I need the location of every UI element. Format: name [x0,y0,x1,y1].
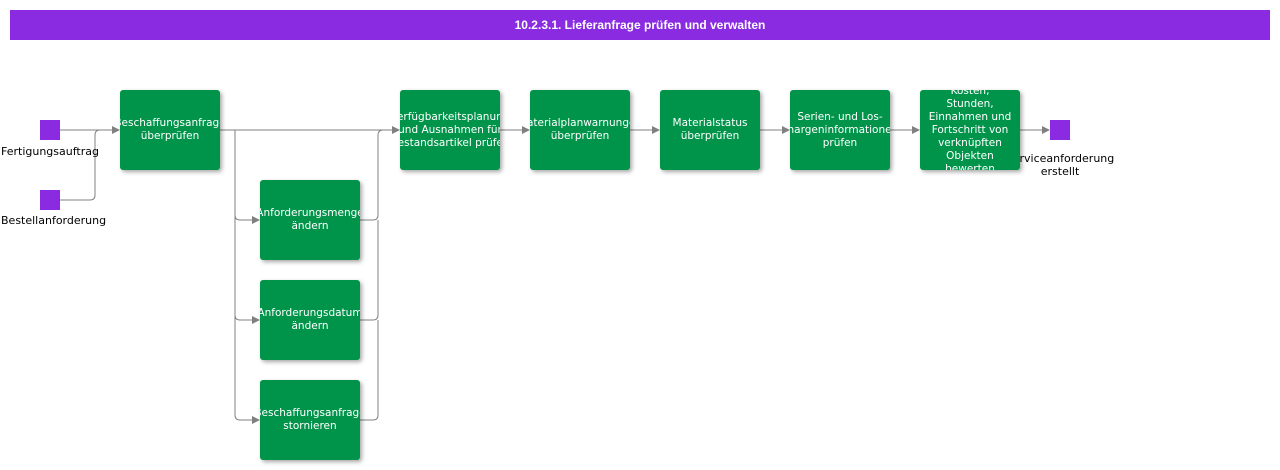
connector-from-stornieren [360,320,379,421]
connector-split [234,130,260,424]
event-label-fertigungsauftrag: Fertigungsauftrag [1,145,99,158]
end-event-serviceanforderung[interactable] [1050,120,1070,140]
task-anforderungsmenge-aendern[interactable]: Anforderungsmenge ändern [260,180,360,260]
task-beschaffungsanfrage-stornieren[interactable]: Beschaffungsanfrage stornieren [260,380,360,460]
task-materialplanwarnungen-pruefen[interactable]: Materialplanwarnungen überprüfen [530,90,630,170]
event-label-serviceanforderung: Serviceanforderung erstellt [1005,152,1115,178]
task-serien-los-pruefen[interactable]: Serien- und Los- chargeninformationen pr… [790,90,890,170]
task-label: Serien- und Los- chargeninformationen pr… [790,110,890,149]
task-label: Beschaffungsanfrage überprüfen [120,117,220,142]
task-label: Kosten, Stunden, Einnahmen und Fortschri… [928,90,1012,170]
task-label: Anforderungsmenge ändern [260,207,360,232]
connector-to-datum [234,314,260,324]
task-label: Verfügbarkeitsplanung und Ausnahmen für … [400,110,500,149]
task-label: Materialstatus überprüfen [672,117,748,142]
task-label: Materialplanwarnungen überprüfen [530,117,630,142]
event-label-bestellanforderung: Bestellanforderung [1,214,107,227]
task-anforderungsdatum-aendern[interactable]: Anforderungsdatum ändern [260,280,360,360]
diagram-title: 10.2.3.1. Lieferanfrage prüfen und verwa… [10,10,1270,40]
connector-from-menge [360,129,384,221]
task-beschaffungsanfrage-pruefen[interactable]: Beschaffungsanfrage überprüfen [120,90,220,170]
connector-bestellanforderung [60,129,101,201]
connector-to-menge [234,214,260,224]
connector-from-datum [360,220,379,321]
start-event-bestellanforderung[interactable] [40,190,60,210]
task-label: Anforderungsdatum ändern [260,307,360,332]
task-materialstatus-pruefen[interactable]: Materialstatus überprüfen [660,90,760,170]
task-kosten-bewerten[interactable]: Kosten, Stunden, Einnahmen und Fortschri… [920,90,1020,170]
task-verfuegbarkeitsplanung-pruefen[interactable]: Verfügbarkeitsplanung und Ausnahmen für … [400,90,500,170]
start-event-fertigungsauftrag[interactable] [40,120,60,140]
task-label: Beschaffungsanfrage stornieren [260,407,360,432]
